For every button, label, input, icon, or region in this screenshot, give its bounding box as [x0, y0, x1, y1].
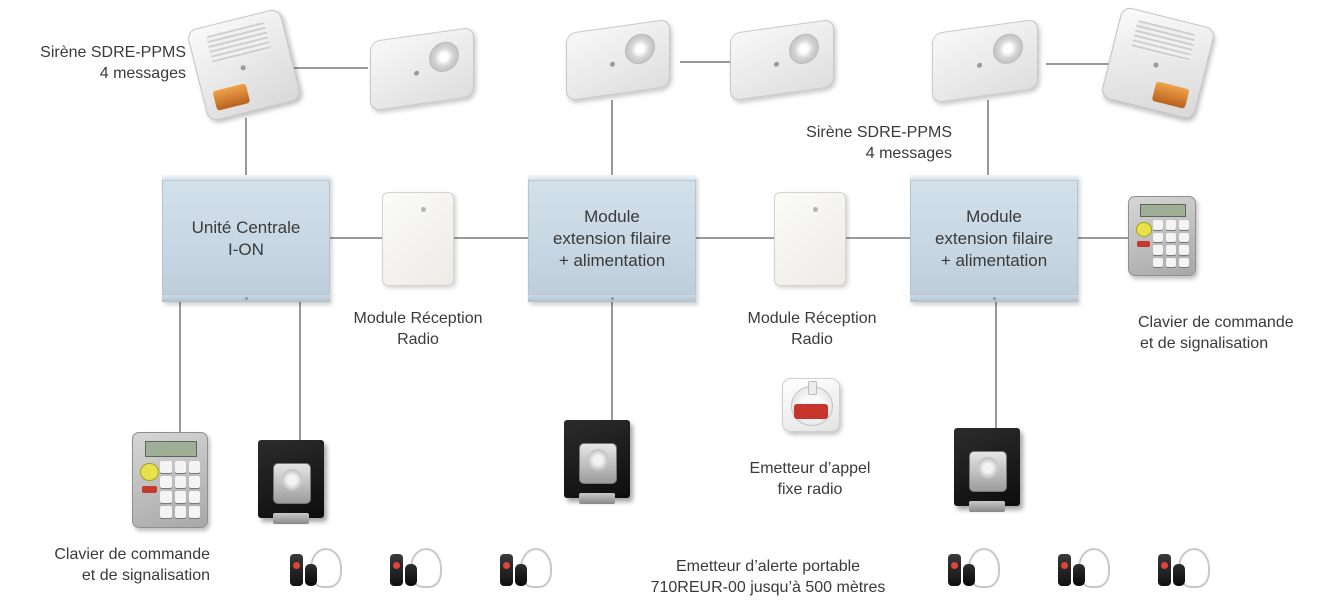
- keypad-icon: [132, 432, 208, 528]
- keypad-icon: [1128, 196, 1196, 276]
- keypad-label-left: Clavier de commande et de signalisation: [54, 546, 210, 584]
- radio-receiver-icon: [382, 192, 454, 286]
- pendant-transmitter-icon: [498, 548, 552, 588]
- call-point-icon: [782, 378, 840, 432]
- card-reader-icon: [564, 420, 630, 505]
- pendant-transmitter-icon: [388, 548, 442, 588]
- pendant-transmitter-icon: [946, 548, 1000, 588]
- pendant-transmitter-icon: [1056, 548, 1110, 588]
- siren-label-left: Sirène SDRE-PPMS 4 messages: [40, 44, 186, 82]
- pendant-transmitter-icon: [288, 548, 342, 588]
- central-unit: Unité Centrale I-ON: [162, 175, 330, 302]
- pendant-transmitter-icon: [1156, 548, 1210, 588]
- wired-extension-module-1: Module extension filaire + alimentation: [528, 175, 696, 302]
- portable-transmitter-label: Emetteur d’alerte portable 710REUR-00 ju…: [650, 558, 886, 596]
- keypad-label-right: Clavier de commande et de signalisation: [1138, 314, 1294, 352]
- extension-module-label: Module extension filaire + alimentation: [934, 206, 1054, 270]
- central-unit-label: Unité Centrale I-ON: [191, 217, 301, 259]
- siren-label-right: Sirène SDRE-PPMS 4 messages: [806, 124, 952, 162]
- indoor-siren-icon: [932, 18, 1038, 104]
- card-reader-icon: [954, 428, 1020, 513]
- radio-receiver-label-1: Module Réception Radio: [353, 310, 483, 348]
- card-reader-icon: [258, 440, 324, 525]
- radio-receiver-label-2: Module Réception Radio: [747, 310, 877, 348]
- indoor-siren-icon: [370, 26, 474, 112]
- wired-extension-module-2: Module extension filaire + alimentation: [910, 175, 1078, 302]
- radio-receiver-icon: [774, 192, 846, 286]
- extension-module-label: Module extension filaire + alimentation: [552, 206, 672, 270]
- call-point-label: Emetteur d’appel fixe radio: [749, 460, 871, 498]
